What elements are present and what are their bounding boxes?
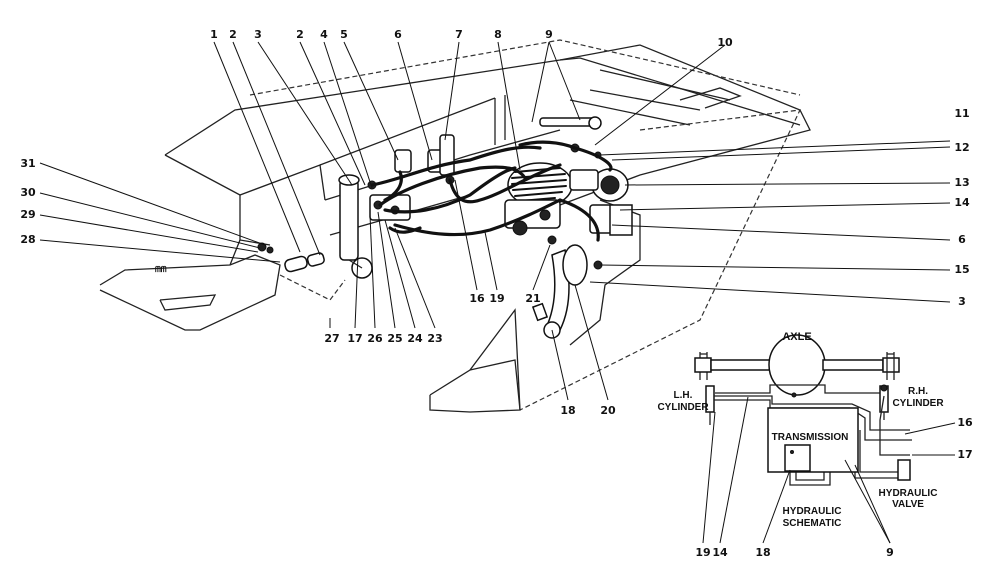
tractor-frame: ᗰᗰ [99, 39, 811, 413]
transmission-label: TRANSMISSION [772, 432, 849, 443]
schem-callout-19: 19 [695, 546, 710, 559]
callout-13: 13 [954, 176, 969, 189]
callout-18: 18 [560, 404, 575, 417]
transmission [767, 407, 859, 473]
svg-text:ᗰᗰ: ᗰᗰ [155, 265, 167, 274]
callout-7: 7 [455, 28, 463, 41]
callout-8: 8 [494, 28, 502, 41]
schematic-title-1: HYDRAULIC [783, 506, 842, 517]
valve-label-1: HYDRAULIC [879, 488, 938, 499]
rh-label-2: CYLINDER [892, 398, 944, 409]
callout-3b: 3 [958, 295, 966, 308]
callout-15: 15 [954, 263, 969, 276]
callout-30: 30 [20, 186, 36, 199]
axle [694, 334, 900, 396]
callout-2b: 2 [296, 28, 304, 41]
callout-23: 23 [427, 332, 442, 345]
callout-16: 16 [469, 292, 485, 305]
callout-3: 3 [254, 28, 262, 41]
callout-25: 25 [387, 332, 402, 345]
callout-4: 4 [320, 28, 328, 41]
callout-2: 2 [229, 28, 237, 41]
hydraulic-schematic: AXLE TRANSMISSION L.H. CYLINDER R.H. CYL… [657, 331, 973, 559]
callout-29: 29 [20, 208, 35, 221]
schem-callout-17: 17 [957, 448, 972, 461]
hydraulic-hoses [370, 140, 613, 242]
callout-10: 10 [717, 36, 733, 49]
transmission-pump [784, 444, 811, 472]
schem-callout-9: 9 [886, 546, 894, 559]
callout-labels: 1 2 3 2 4 5 6 7 8 9 10 11 13 14 6 15 3 1… [20, 28, 970, 417]
schem-callout-16: 16 [957, 416, 973, 429]
callout-11: 11 [954, 107, 969, 120]
schematic-title-2: SCHEMATIC [783, 518, 842, 529]
leader-lines [39, 41, 951, 401]
callout-21: 21 [525, 292, 540, 305]
callout-26: 26 [367, 332, 383, 345]
callout-12: 12 [954, 141, 969, 154]
schem-callout-18: 18 [755, 546, 770, 559]
callout-6: 6 [394, 28, 402, 41]
callout-19: 19 [489, 292, 504, 305]
axle-label: AXLE [782, 331, 811, 343]
callout-17: 17 [347, 332, 362, 345]
rh-label-1: R.H. [908, 386, 928, 397]
left-cylinder [339, 179, 359, 261]
hydraulic-filter [569, 168, 629, 202]
lh-label-2: CYLINDER [657, 402, 709, 413]
callout-9: 9 [545, 28, 553, 41]
callout-5: 5 [340, 28, 348, 41]
callout-20: 20 [600, 404, 616, 417]
schem-callout-14: 14 [712, 546, 728, 559]
callout-31: 31 [20, 157, 35, 170]
hydraulic-valve [897, 459, 911, 481]
callout-14: 14 [954, 196, 970, 209]
callout-24: 24 [407, 332, 423, 345]
callout-1: 1 [210, 28, 218, 41]
callout-6b: 6 [958, 233, 966, 246]
callout-27: 27 [324, 332, 339, 345]
hydraulic-components [257, 116, 633, 339]
callout-28: 28 [20, 233, 35, 246]
lh-label-1: L.H. [674, 390, 693, 401]
valve-label-2: VALVE [892, 499, 924, 510]
